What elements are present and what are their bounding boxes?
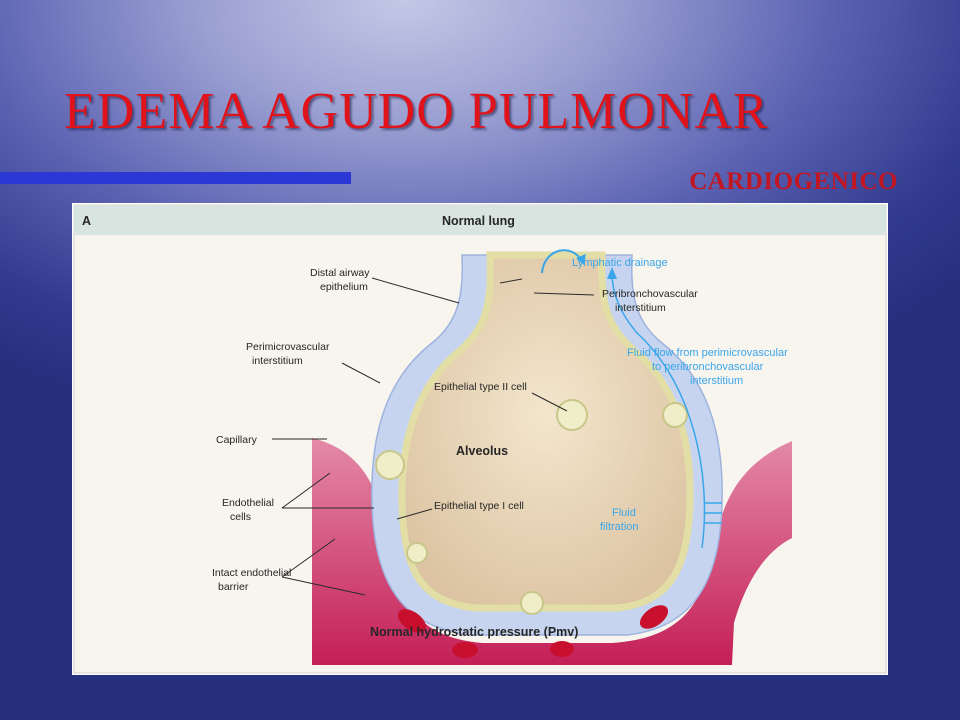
label-peribronchovascular-interstitium: Peribronchovascular (602, 288, 698, 300)
label-epithelial-type-i: Epithelial type I cell (434, 500, 524, 512)
accent-bar (0, 172, 351, 184)
panel-header-band (74, 205, 886, 235)
red-blood-cell (550, 641, 574, 657)
epithelial-type-ii-cell (375, 450, 405, 480)
label-capillary: Capillary (216, 434, 258, 446)
interstitial-flow-arrow (611, 272, 706, 549)
slide-title: EDEMA AGUDO PULMONAR (64, 83, 769, 140)
interstitial-flow-arrowhead (607, 267, 617, 279)
leader-lines (272, 277, 595, 596)
label-hydrostatic-pressure: Normal hydrostatic pressure (Pmv) (370, 625, 578, 639)
slide-subtitle: CARDIOGENICO (689, 168, 898, 195)
label-distal-airway: Distal airway (310, 267, 370, 279)
label-intact-endothelial-barrier: barrier (218, 581, 249, 593)
epithelial-type-ii-cell (520, 591, 544, 615)
label-fluid-flow: to peribronchovascular (652, 361, 764, 373)
epithelial-type-ii-cell (662, 402, 688, 428)
capillary-band (312, 438, 792, 665)
label-peribronchovascular-interstitium: interstitium (615, 302, 666, 314)
label-endothelial-cells: cells (230, 511, 251, 523)
label-perimicrovascular-interstitium: interstitium (252, 355, 303, 367)
label-fluid-filtration: filtration (600, 521, 639, 533)
label-lymphatic-drainage: Lymphatic drainage (572, 257, 668, 269)
alveolus-diagram: A Normal lung (72, 203, 888, 675)
epithelial-type-ii-cell (556, 399, 588, 431)
label-distal-airway: epithelium (320, 281, 368, 293)
label-fluid-flow: Fluid flow from perimicrovascular (627, 347, 788, 359)
alveolar-space (398, 251, 694, 612)
label-intact-endothelial-barrier: Intact endothelial (212, 567, 291, 579)
panel-header: Normal lung (442, 214, 515, 228)
label-endothelial-cells: Endothelial (222, 497, 274, 509)
panel-letter: A (82, 214, 91, 228)
label-perimicrovascular-interstitium: Perimicrovascular (246, 341, 330, 353)
label-epithelial-type-ii: Epithelial type II cell (434, 381, 527, 393)
red-blood-cell (397, 609, 427, 633)
label-fluid-flow: interstitium (690, 375, 743, 387)
lymphatic-drainage-arrowhead (576, 254, 586, 265)
label-alveolus: Alveolus (456, 444, 508, 458)
red-blood-cell (639, 605, 669, 629)
lymphatic-drainage-arrow (541, 249, 583, 274)
epithelial-type-ii-cell (406, 542, 428, 564)
red-blood-cell (452, 642, 478, 658)
label-fluid-filtration: Fluid (612, 507, 636, 519)
